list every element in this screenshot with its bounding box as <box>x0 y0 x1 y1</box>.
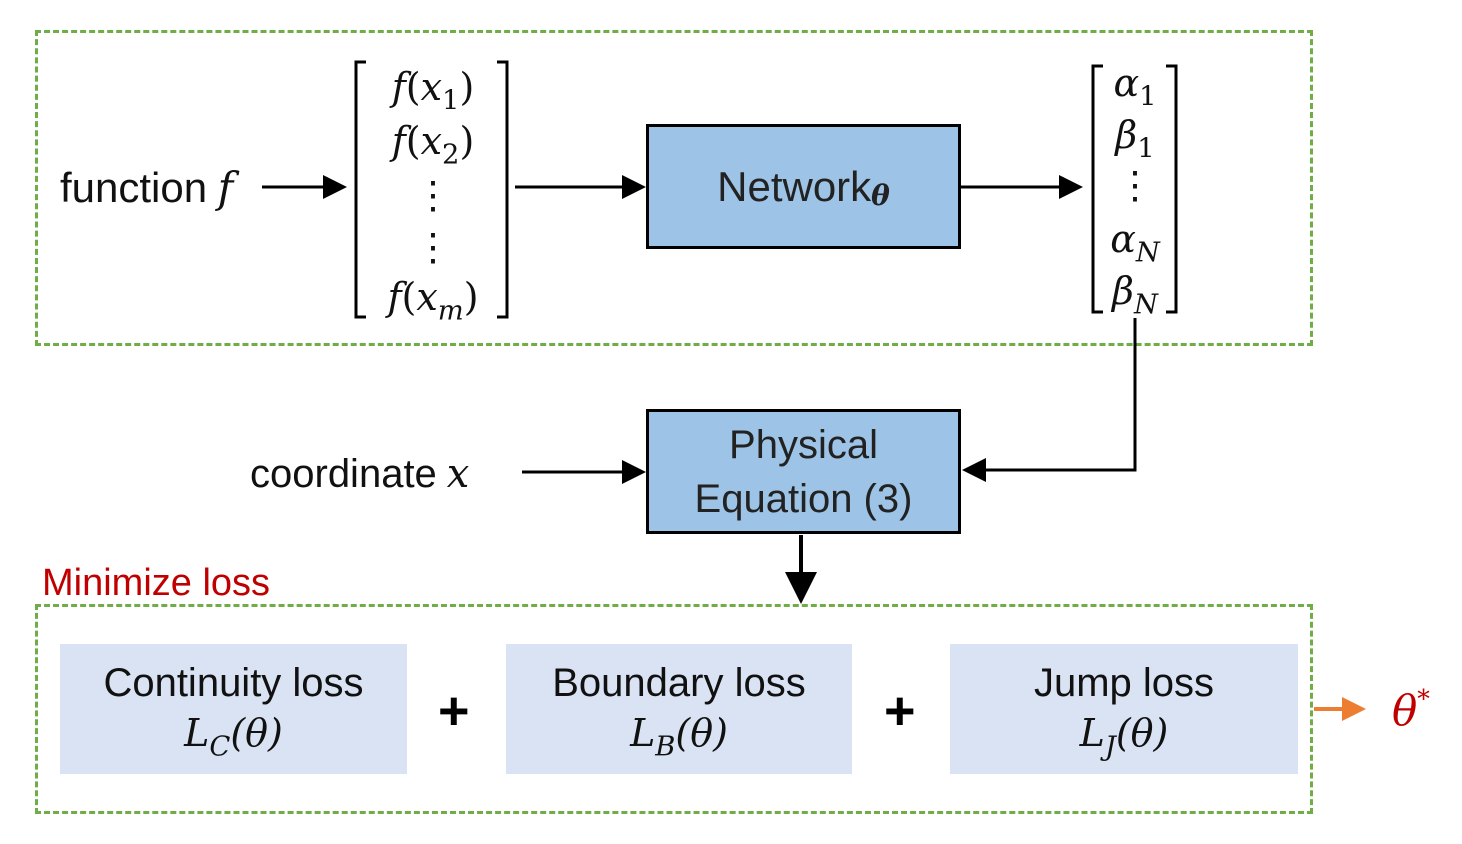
input-vector-left-bracket <box>354 60 366 319</box>
coordinate-symbol: x <box>446 451 470 497</box>
physical-equation-line1: Physical <box>729 422 878 467</box>
function-word: function <box>60 164 208 211</box>
loss-formula: LJ(θ) <box>1079 711 1169 763</box>
input-vector-right-bracket <box>497 60 509 319</box>
network-label: Network <box>717 162 872 210</box>
output-vector-left-bracket <box>1091 64 1103 314</box>
vertical-dots: ⋮ <box>1116 163 1154 207</box>
physical-equation-box: Physical Equation (3) <box>646 409 961 534</box>
vertical-dots: ⋮ <box>414 225 452 269</box>
plus-sign: + <box>884 681 916 741</box>
loss-formula: LC(θ) <box>184 711 283 763</box>
coordinate-word: coordinate <box>250 452 437 496</box>
loss-title: Continuity loss <box>103 661 364 705</box>
function-symbol: f <box>217 163 234 212</box>
output-vector-entry: βN <box>1112 269 1158 321</box>
output-vector-entry: α1 <box>1113 61 1157 113</box>
output-vector-right-bracket <box>1166 64 1178 314</box>
vertical-dots: ⋮ <box>414 173 452 217</box>
loss-frame <box>35 604 1313 814</box>
encoder-frame <box>35 30 1313 346</box>
input-vector-entry: f(x1) <box>391 65 475 117</box>
minimize-loss-label: Minimize loss <box>42 562 271 604</box>
input-vector-entry: f(xm) <box>387 275 479 327</box>
output-vector-entry: αN <box>1110 217 1160 269</box>
input-vector-entry: f(x2) <box>391 119 475 171</box>
physical-equation-line2: Equation (3) <box>694 476 913 521</box>
continuity-loss-box: Continuity loss LC(θ) <box>60 644 407 774</box>
optimal-theta: θ* <box>1392 684 1430 735</box>
jump-loss-box: Jump loss LJ(θ) <box>950 644 1298 774</box>
loss-title: Boundary loss <box>552 661 806 705</box>
input-vector: f(x1) f(x2) ⋮ ⋮ f(xm) <box>358 60 508 327</box>
coordinate-input-label: coordinate x <box>250 449 469 499</box>
loss-formula: LB(θ) <box>630 711 728 763</box>
output-vector: α1 β1 ⋮ αN βN <box>1094 58 1176 321</box>
network-param: θ <box>871 179 890 212</box>
function-input-label: function f <box>60 163 233 213</box>
plus-sign: + <box>438 681 470 741</box>
output-vector-entry: β1 <box>1115 113 1155 165</box>
boundary-loss-box: Boundary loss LB(θ) <box>506 644 852 774</box>
loss-title: Jump loss <box>1033 661 1215 705</box>
arrow-coefficients-to-equation <box>962 318 1137 482</box>
